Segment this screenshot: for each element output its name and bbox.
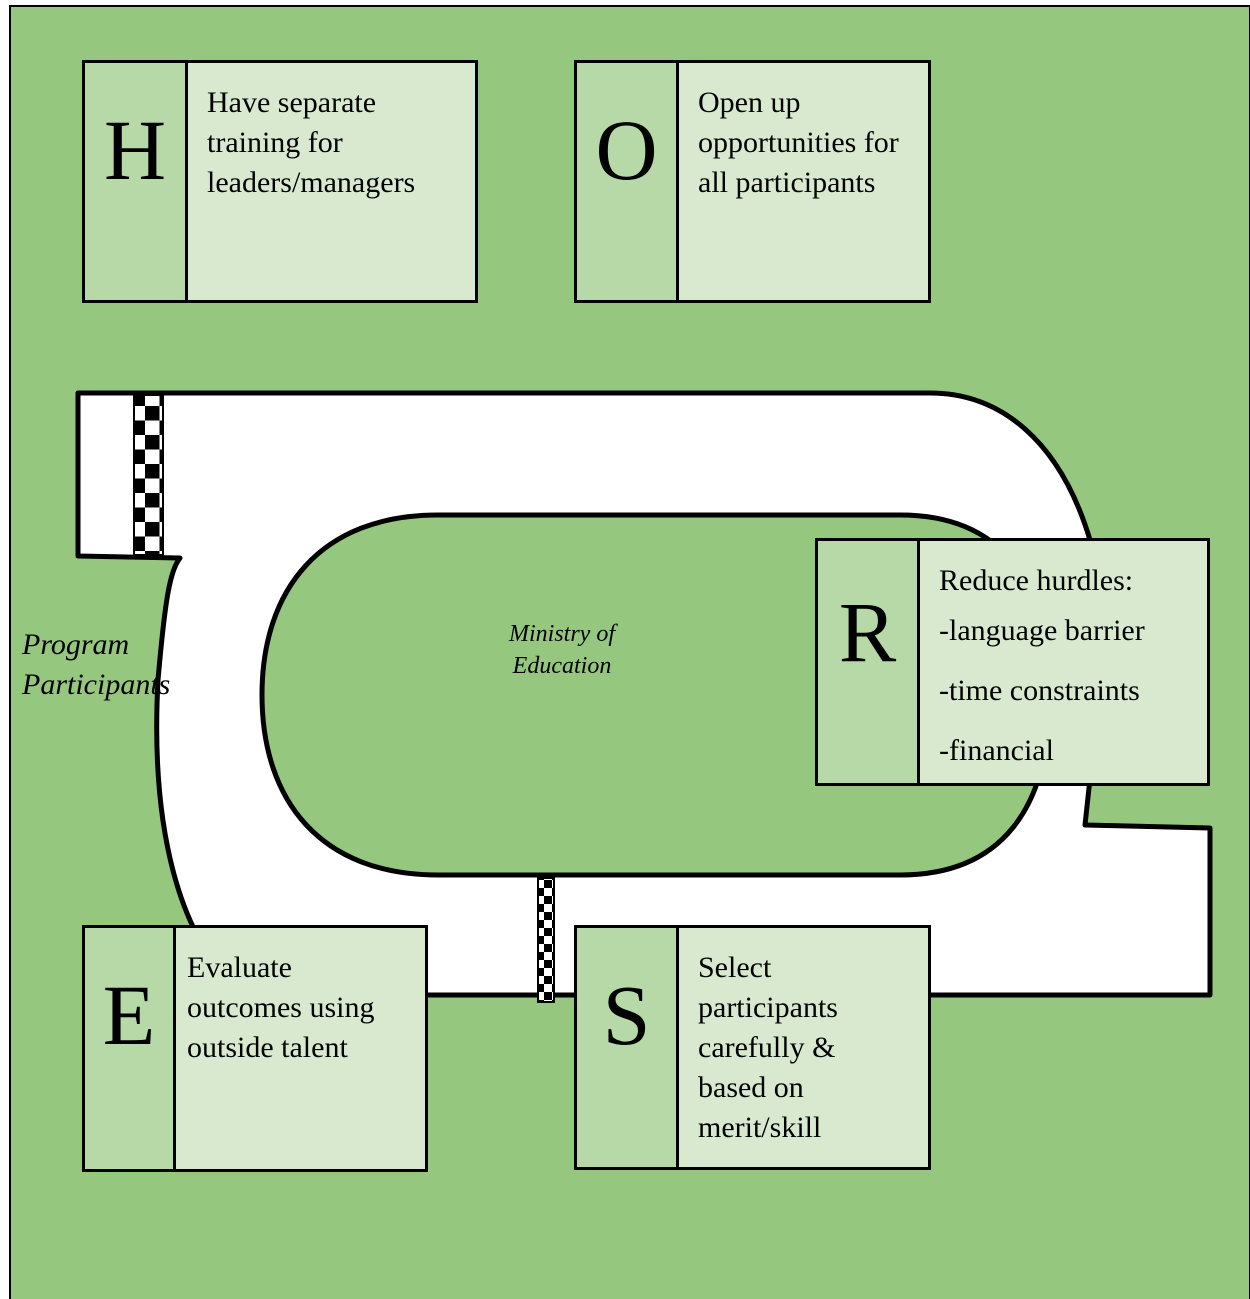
card-r-letter-panel: R [818, 541, 920, 783]
card-o: O Open up opportunities for all particip… [574, 60, 931, 303]
card-r-line-2: -language barrier [939, 614, 1145, 647]
card-o-letter-panel: O [577, 63, 679, 300]
ministry-label: Ministry of Education [490, 618, 634, 682]
card-h-letter: H [103, 102, 167, 198]
start-line [133, 394, 164, 556]
card-r-line-1: Reduce hurdles: [939, 564, 1134, 597]
inner-label-line-1: Ministry of [509, 621, 615, 647]
card-s-line-2: participants [698, 991, 838, 1024]
card-e-line-3: outside talent [187, 1031, 348, 1064]
card-r-line-4: -financial [939, 734, 1054, 767]
card-h: H Have separate training for leaders/man… [82, 60, 478, 303]
card-h-text: Have separate training for leaders/manag… [188, 63, 475, 300]
finish-line [537, 877, 555, 1003]
card-r-text: Reduce hurdles: -language barrier -time … [920, 541, 1207, 769]
card-s-text: Select participants carefully & based on… [679, 928, 928, 1167]
card-o-letter: O [595, 102, 658, 198]
card-s-line-1: Select [698, 951, 772, 984]
card-o-line-1: Open up [698, 86, 801, 119]
card-h-line-3: leaders/managers [207, 166, 416, 199]
program-participants-label: Program Participants [22, 625, 170, 705]
card-s-letter: S [602, 967, 651, 1063]
card-e: E Evaluate outcomes using outside talent [82, 925, 428, 1172]
card-s-letter-panel: S [577, 928, 679, 1167]
card-e-line-1: Evaluate [187, 951, 292, 984]
inner-label-line-2: Education [512, 653, 612, 679]
card-s-line-3: carefully & [698, 1031, 836, 1064]
card-r-line-3: -time constraints [939, 674, 1140, 707]
card-r-letter: R [838, 584, 897, 680]
card-o-line-2: opportunities for [698, 126, 899, 159]
card-e-letter-panel: E [85, 928, 176, 1169]
outer-label-line-1: Program [22, 628, 130, 661]
card-s-line-5: merit/skill [698, 1111, 822, 1144]
card-o-text: Open up opportunities for all participan… [679, 63, 928, 300]
card-s: S Select participants carefully & based … [574, 925, 931, 1170]
card-h-letter-panel: H [85, 63, 188, 300]
card-e-letter: E [102, 967, 156, 1063]
card-e-line-2: outcomes using [187, 991, 375, 1024]
card-h-line-2: training for [207, 126, 343, 159]
card-o-line-3: all participants [698, 166, 876, 199]
outer-label-line-2: Participants [22, 668, 171, 701]
card-e-text: Evaluate outcomes using outside talent [176, 928, 425, 1169]
card-h-line-1: Have separate [207, 86, 377, 119]
card-s-line-4: based on [698, 1071, 804, 1104]
card-r: R Reduce hurdles: -language barrier -tim… [815, 538, 1210, 786]
